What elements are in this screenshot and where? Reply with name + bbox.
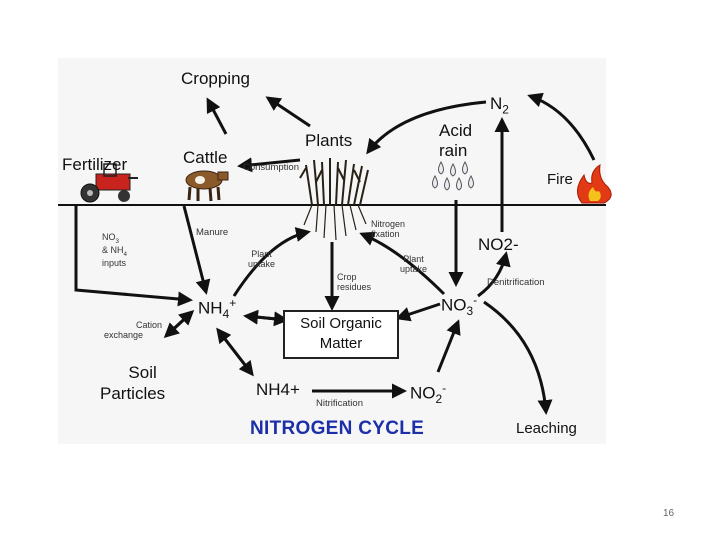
label-no3-nh4-inputs: NO3 & NH4 inputs (102, 232, 128, 269)
arrow-cattle-to-cropping (206, 97, 228, 135)
label-consumption: Consumption (243, 162, 299, 173)
arrow-no3-leaching (483, 300, 553, 415)
arrow-no3-to-no2-upper (477, 251, 511, 298)
arrow-n2-to-plants (366, 100, 487, 155)
label-denitrification: Denitrification (487, 277, 545, 288)
tractor-icon (80, 163, 138, 203)
cow-icon (185, 170, 229, 202)
label-n2: N2 (490, 94, 509, 117)
label-nh4-upper: NH4+ (198, 296, 237, 322)
arrow-manure-to-nh4 (182, 205, 211, 295)
fire-icon (577, 164, 612, 204)
label-no2-upper: NO2- (478, 235, 519, 254)
label-no2-lower: NO2- (410, 381, 447, 407)
arrow-no3-to-plants (359, 231, 446, 296)
label-nh4-lower: NH4+ (256, 380, 300, 399)
arrow-plants-to-cropping (265, 96, 311, 128)
label-plants: Plants (305, 131, 353, 150)
arrow-plants-to-cattle (237, 157, 301, 173)
label-acid-rain-line1: Acid (439, 121, 473, 140)
label-acid-rain-line2: rain (439, 141, 468, 160)
label-leaching: Leaching (516, 420, 577, 437)
label-nitrification: Nitrification (316, 398, 363, 409)
label-cattle: Cattle (183, 148, 228, 167)
label-no3: NO3- (441, 293, 478, 319)
arrow-fire-to-n2 (527, 92, 596, 161)
arrow-no3-to-som (395, 302, 441, 322)
rain-drops-icon (432, 160, 474, 191)
plants-icon (299, 158, 369, 241)
label-manure: Manure (196, 227, 229, 238)
arrow-no2-to-no3 (436, 319, 461, 373)
diagram-title: NITROGEN CYCLE (250, 418, 425, 439)
label-cropping: Cropping (181, 69, 250, 88)
label-fertilizer: Fertilizer (62, 155, 128, 174)
arrow-fertilizer-down (74, 205, 193, 307)
label-fire: Fire (547, 171, 573, 188)
arrow-nh4-to-plants (232, 227, 311, 297)
page-number: 16 (663, 508, 675, 519)
